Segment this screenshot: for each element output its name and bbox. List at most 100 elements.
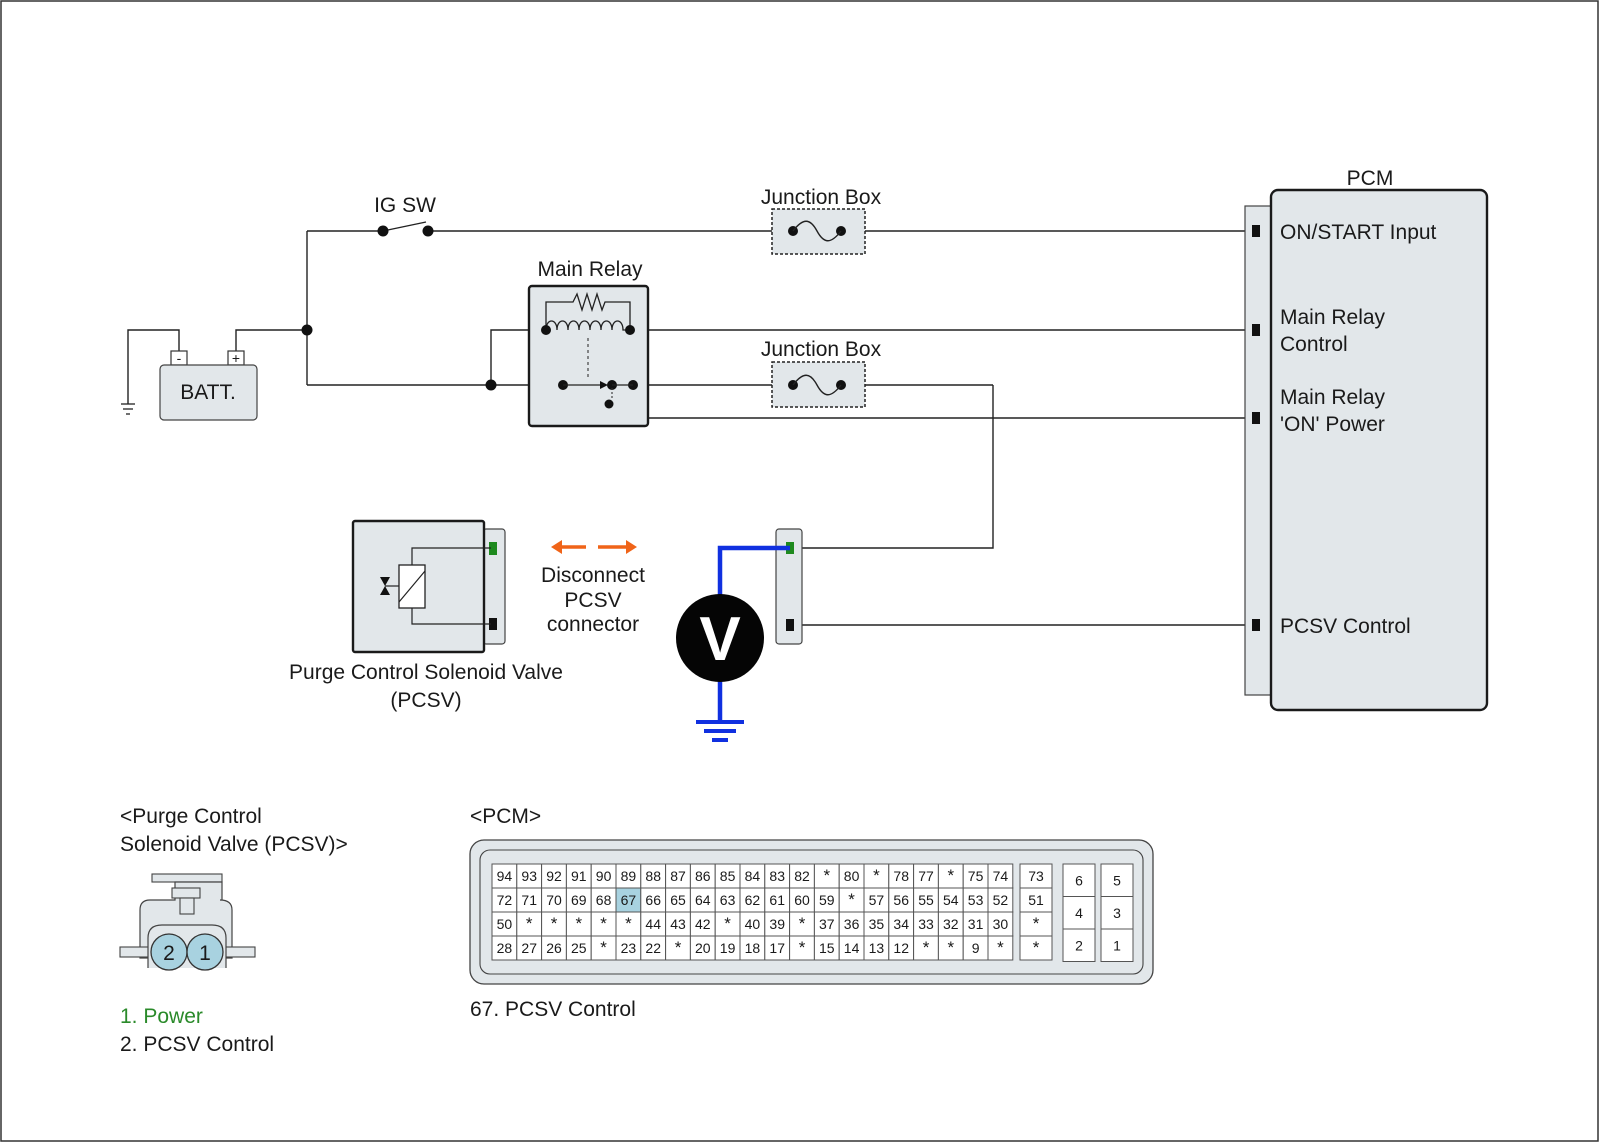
- disconnect-indicator: Disconnect PCSV connector: [541, 540, 645, 636]
- pcm-pin: 61: [769, 892, 785, 908]
- pcm-pin: *: [923, 938, 930, 957]
- pcm-block-pin: 2: [1075, 937, 1083, 953]
- pcm-pin: 13: [869, 940, 885, 956]
- pcm-pin-cell: [491, 935, 518, 961]
- pcm-pin: 22: [645, 940, 661, 956]
- wires: [127, 221, 1250, 626]
- voltmeter-symbol: V: [699, 605, 740, 674]
- battery: - + BATT.: [121, 350, 258, 421]
- pcm-pin-cell: [665, 935, 691, 961]
- pcm-pin: 52: [993, 892, 1009, 908]
- pcm-pin-cell: [640, 911, 667, 937]
- pcm-pin: *: [848, 890, 855, 909]
- pcm-pin: 86: [695, 868, 711, 884]
- pcm-pin-cell: [888, 887, 915, 913]
- pcm-pin: 53: [968, 892, 984, 908]
- disconnect-text-1: Disconnect: [541, 564, 645, 587]
- pcm-pin: 83: [769, 868, 785, 884]
- pcm-pin: 20: [695, 940, 711, 956]
- pcm-pin: 89: [621, 868, 637, 884]
- pcm-pin: *: [625, 914, 632, 933]
- junction-box-2: Junction Box: [761, 338, 882, 408]
- pcm-pin: 32: [943, 916, 959, 932]
- pcm-pin: 9: [972, 940, 980, 956]
- pcm-pin-cell: [888, 911, 915, 937]
- pcm-pin-cell: [665, 911, 691, 937]
- pcm-pin: 28: [497, 940, 513, 956]
- pcm-pin-cell: [615, 887, 642, 913]
- pcm-pin: 77: [918, 868, 934, 884]
- pcm-pin: 68: [596, 892, 612, 908]
- pcm-pcsv-control-label: PCSV Control: [1280, 615, 1411, 638]
- pcm-pin: 69: [571, 892, 587, 908]
- pcm-label: PCM: [1347, 167, 1394, 190]
- pcm-pin-cell: [665, 863, 691, 889]
- pcm-pin: 56: [893, 892, 909, 908]
- pcm-block-pin-cell: [1062, 928, 1096, 962]
- pcm-pin-cell: [987, 935, 1014, 961]
- pcm-pin-cell: [491, 887, 518, 913]
- pcm-pin-cell: [689, 935, 716, 961]
- wire-junction-dots: [301, 225, 497, 391]
- pcm-block-pin-cell: [1062, 863, 1096, 897]
- pcm-pin-cell: [739, 863, 766, 889]
- pcm-pin-cell: [516, 863, 543, 889]
- pcm-pin-cell: [640, 863, 667, 889]
- pcm-connector-title: <PCM>: [470, 805, 541, 828]
- pcm-pin: 70: [546, 892, 562, 908]
- pcm-pin: 94: [497, 868, 513, 884]
- pcm-pin-cell: [838, 887, 865, 913]
- pcm-pin-cell: [565, 863, 592, 889]
- pcm-pin: 82: [794, 868, 810, 884]
- pcm-pin: 74: [993, 868, 1009, 884]
- pcm-main-relay-on-power-label-2: 'ON' Power: [1280, 413, 1385, 436]
- main-relay: Main Relay: [527, 258, 650, 428]
- pcm-block-pin-cell: [1100, 896, 1134, 930]
- pcm-pin-cell: [1019, 863, 1053, 889]
- pcm-block-pin: 6: [1075, 872, 1083, 888]
- pcm-pin: 17: [769, 940, 785, 956]
- pcm-pin-cell: [565, 887, 592, 913]
- pcm-pin-cell: [541, 911, 567, 937]
- pcm-pin: 62: [745, 892, 761, 908]
- pcm-pin: 35: [869, 916, 885, 932]
- pcm-pin: 84: [745, 868, 761, 884]
- pcsv-connector-title-2: Solenoid Valve (PCSV)>: [120, 833, 348, 856]
- pcm-pin: 66: [645, 892, 661, 908]
- pcm-pin: 65: [670, 892, 686, 908]
- pcm-pin: 40: [745, 916, 761, 932]
- pcm-pin-cell: [987, 887, 1014, 913]
- pcm-on-start-input-label: ON/START Input: [1280, 221, 1437, 244]
- pcm-pin: 14: [844, 940, 860, 956]
- pcm-connector-caption: 67. PCSV Control: [470, 998, 636, 1021]
- pcm-pin: *: [724, 914, 731, 933]
- pcm-pin: *: [600, 914, 607, 933]
- ignition-switch-label: IG SW: [374, 194, 436, 217]
- pcm-pin-cell: [565, 911, 592, 937]
- pcm-pin: 36: [844, 916, 860, 932]
- pcm-pin: 92: [546, 868, 562, 884]
- pcm-main-relay-on-power-label-1: Main Relay: [1280, 386, 1386, 409]
- battery-plus-label: +: [232, 350, 240, 366]
- pcm-pin-cell: [962, 935, 989, 961]
- pcm-pin-cell: [937, 911, 964, 937]
- pcm-pin: 42: [695, 916, 711, 932]
- pcm-pin-cell: [863, 863, 890, 889]
- pcm-pin-cell: [665, 887, 691, 913]
- pcm-pin-cell: [789, 935, 815, 961]
- pcm-pin: *: [947, 938, 954, 957]
- main-relay-label: Main Relay: [537, 258, 643, 281]
- pcm-pin: *: [600, 938, 607, 957]
- pcm-pin-cell: [615, 935, 642, 961]
- pcm-pin: *: [947, 866, 954, 885]
- pcm-pin: 23: [621, 940, 637, 956]
- pcm-pin-cell: [962, 887, 989, 913]
- pcm-pin: *: [1033, 938, 1040, 957]
- pcm-pin: 60: [794, 892, 810, 908]
- pcsv-pin-2: 2: [163, 942, 175, 965]
- battery-minus-label: -: [177, 350, 182, 366]
- pcm-pin: 67: [621, 892, 637, 908]
- pcm-block-pin: 5: [1113, 872, 1121, 888]
